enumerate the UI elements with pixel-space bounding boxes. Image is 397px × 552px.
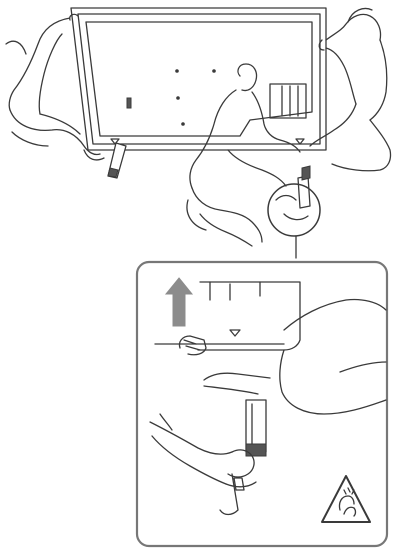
stand-leg-right-being-attached — [298, 166, 310, 208]
tv-back-panel — [71, 8, 326, 150]
magnifier-callout — [268, 184, 320, 258]
